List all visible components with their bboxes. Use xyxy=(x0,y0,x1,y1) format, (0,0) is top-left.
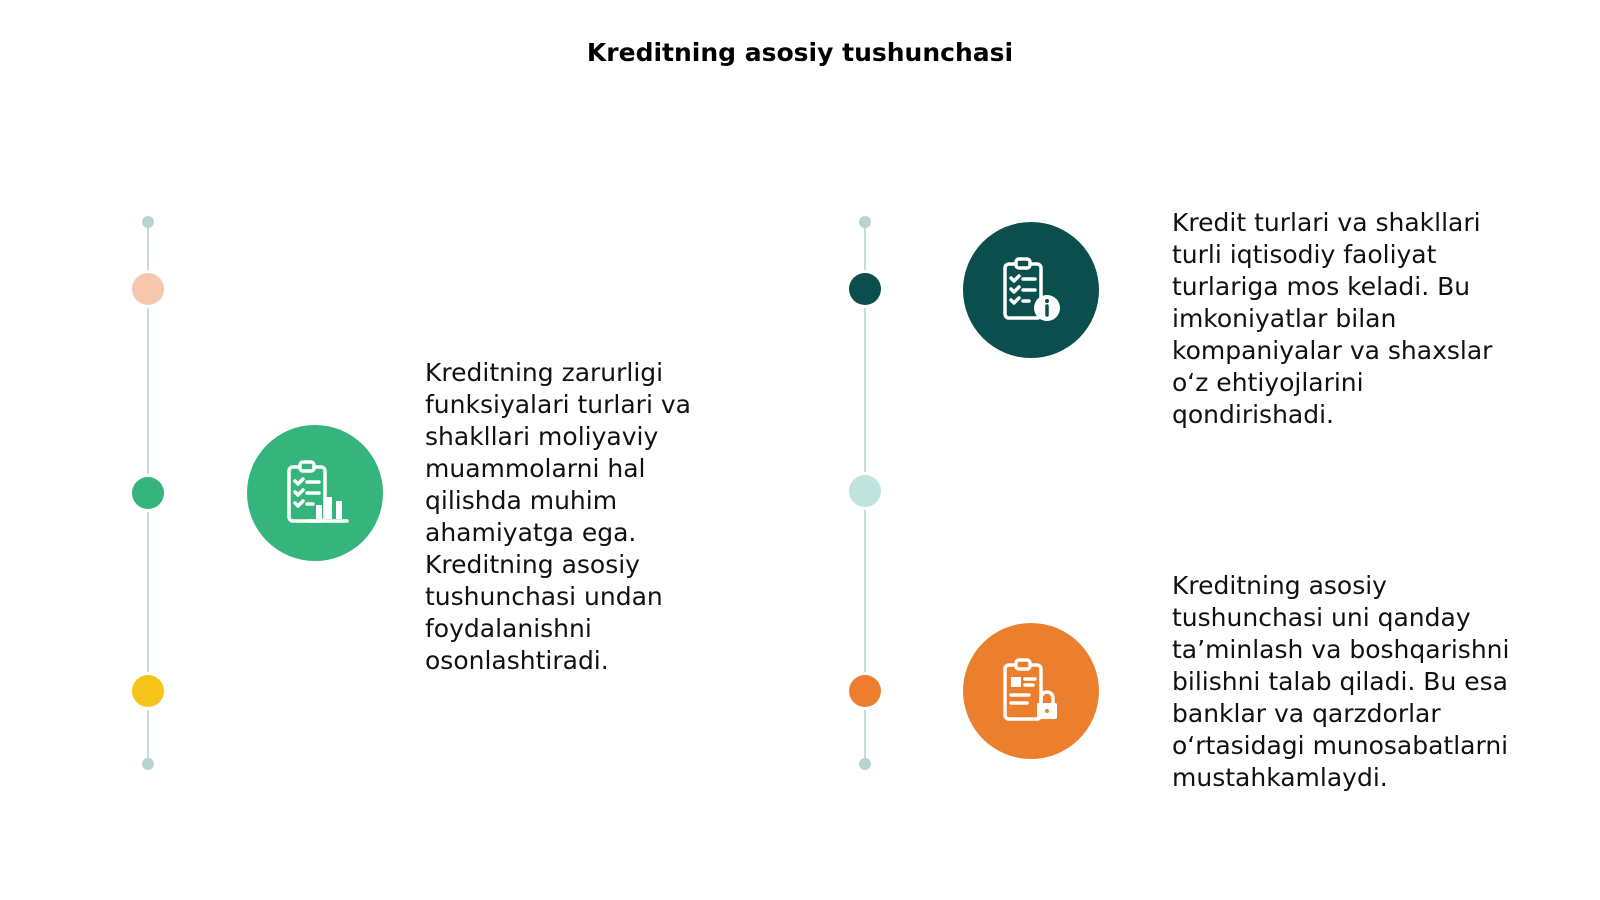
timeline-end-dot xyxy=(859,216,871,228)
timeline-end-dot xyxy=(142,758,154,770)
item-2-text: Kredit turlari va shakllari turli iqtiso… xyxy=(1172,208,1493,429)
timeline-end-dot xyxy=(859,758,871,770)
item-2-icon-circle xyxy=(963,222,1099,358)
timeline-dot-orange xyxy=(849,675,881,707)
item-3-icon-circle xyxy=(963,623,1099,759)
page-title: Kreditning asosiy tushunchasi xyxy=(586,38,1014,67)
timeline-dot-teal-dark xyxy=(849,273,881,305)
timeline-dot-peach xyxy=(132,273,164,305)
timeline-end-dot xyxy=(142,216,154,228)
item-1-text: Kreditning zarurligi funksiyalari turlar… xyxy=(425,358,691,675)
item-1-icon-circle xyxy=(247,425,383,561)
timeline-dot-green xyxy=(132,477,164,509)
item-3-text: Kreditning asosiy tushunchasi uni qanday… xyxy=(1172,571,1510,792)
clipboard-info-icon xyxy=(1003,257,1060,321)
timeline-dot-teal-light xyxy=(849,475,881,507)
clipboard-chart-icon xyxy=(287,460,349,523)
timeline-dot-yellow xyxy=(132,675,164,707)
clipboard-lock-icon xyxy=(1003,658,1057,721)
